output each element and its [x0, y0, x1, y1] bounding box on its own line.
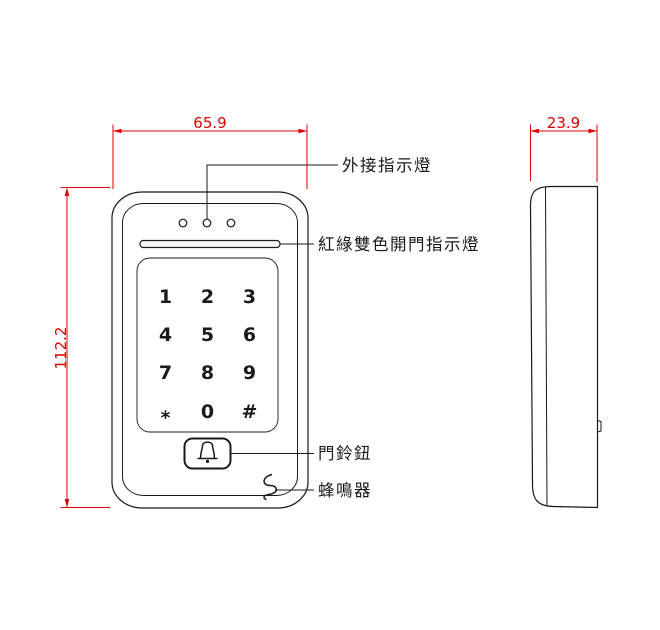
- label-buzzer: 蜂鳴器: [318, 481, 372, 500]
- keypad-key-9: 9: [243, 362, 256, 384]
- doorbell-button-outline: [183, 437, 232, 470]
- dim-height-value: 112.2: [52, 327, 70, 370]
- dim-depth-value: 23.9: [547, 114, 580, 132]
- side-view: [529, 185, 602, 509]
- callout-labels: 外接指示燈 紅綠雙色開門指示燈 門鈴鈕 蜂鳴器: [318, 156, 480, 500]
- dimension-lines: [60, 124, 598, 508]
- bell-clapper: [205, 459, 210, 463]
- led-indicator-1: [178, 218, 188, 228]
- led-indicator-2: [202, 218, 212, 228]
- dim-depth-extension-lines: [530, 124, 598, 182]
- keypad-key-2: 2: [201, 286, 214, 308]
- label-external-indicator: 外接指示燈: [342, 156, 432, 175]
- keypad-key-7: 7: [159, 362, 172, 384]
- label-doorbell: 門鈴鈕: [318, 444, 372, 463]
- side-view-outline: [529, 185, 599, 509]
- side-front-face-line: [545, 186, 548, 507]
- dim-depth-arrow-right: [588, 128, 597, 134]
- keypad-key-hash: #: [242, 401, 258, 423]
- bell-icon: [197, 441, 218, 460]
- dim-height-extension-lines: [60, 187, 110, 508]
- keypad-key-star: *: [161, 407, 171, 429]
- device-front-bezel: [122, 203, 298, 496]
- keypad-key-3: 3: [243, 286, 256, 308]
- led-indicator-3: [226, 218, 236, 228]
- dim-height-arrow-top: [64, 187, 70, 196]
- device-front-outline: [111, 191, 309, 509]
- leader-external-indicator: [206, 164, 338, 219]
- dim-height-arrow-bottom: [64, 499, 70, 508]
- dimension-arrowheads: [64, 128, 597, 508]
- keypad-key-5: 5: [201, 324, 214, 346]
- keypad-key-0: 0: [201, 401, 214, 423]
- keypad-keys: 1 2 3 4 5 6 7 8 9 * 0 #: [159, 286, 258, 429]
- dimension-texts: 65.9 23.9 112.2: [52, 114, 580, 369]
- dim-width-arrow-right: [298, 128, 307, 134]
- front-view: [111, 191, 309, 509]
- keypad-area-outline: [136, 257, 279, 433]
- leader-lines: [206, 164, 338, 491]
- side-tab: [597, 420, 602, 433]
- keypad-key-1: 1: [159, 286, 172, 308]
- dim-depth-arrow-left: [530, 128, 539, 134]
- keypad-key-8: 8: [201, 362, 214, 384]
- dim-width-extension-lines: [112, 124, 308, 189]
- dim-width-arrow-left: [113, 128, 122, 134]
- keypad-key-6: 6: [243, 324, 256, 346]
- label-door-indicator: 紅綠雙色開門指示燈: [318, 235, 480, 254]
- keypad-key-4: 4: [159, 324, 172, 346]
- door-status-strip: [139, 239, 281, 249]
- dim-width-value: 65.9: [193, 114, 226, 132]
